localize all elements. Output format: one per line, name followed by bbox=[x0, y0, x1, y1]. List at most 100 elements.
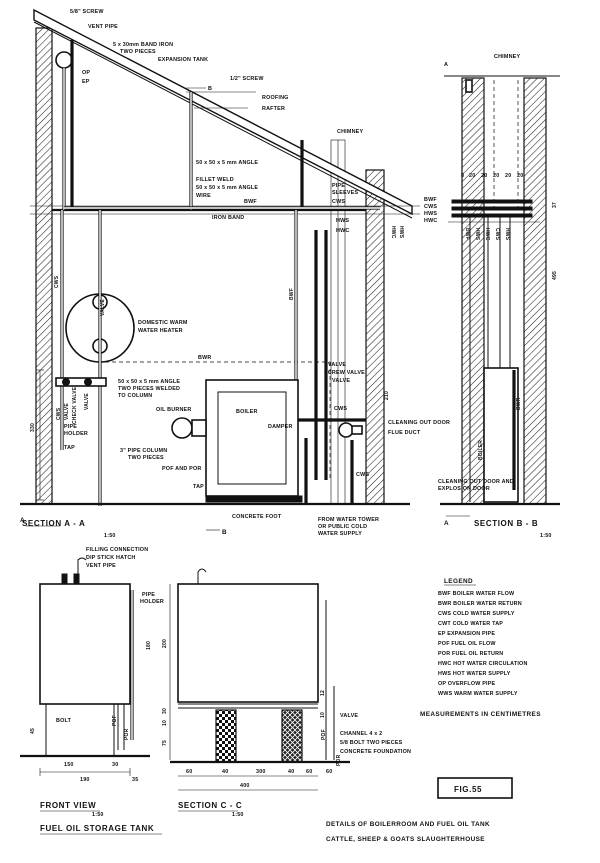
fig-label: FIG.55 bbox=[454, 785, 482, 794]
expansion-tank bbox=[55, 51, 73, 69]
bb-pipe-0: BWF bbox=[424, 197, 437, 203]
aa-valve-v: VALVE bbox=[64, 403, 70, 420]
aa-boiler: BOILER bbox=[236, 409, 258, 415]
aa-cws-top: CWS bbox=[332, 199, 345, 205]
bb-title: SECTION B - B bbox=[474, 519, 538, 528]
legend-title: LEGEND bbox=[444, 578, 473, 585]
bb-dim-3: 20 bbox=[493, 173, 499, 179]
aa-angle-col-3: TO COLUMN bbox=[118, 393, 152, 399]
aa-heater-1: DOMESTIC WARM bbox=[138, 320, 188, 326]
legend-item-8: HWS HOT WATER SUPPLY bbox=[438, 671, 511, 677]
caption-line-1: DETAILS OF BOILERROOM AND FUEL OIL TANK bbox=[326, 821, 490, 828]
cc-concrete: CONCRETE FOUNDATION bbox=[340, 749, 411, 755]
fig-box bbox=[437, 777, 513, 799]
aa-rafter: RAFTER bbox=[262, 106, 285, 112]
boiler bbox=[205, 379, 299, 497]
aa-pipe-holder-1: PIPE bbox=[64, 424, 77, 430]
cc-bolt: 5/8 BOLT TWO PIECES bbox=[340, 740, 403, 746]
aa-bwf-mid: BWF bbox=[289, 288, 295, 300]
aa-water-tower-2: OR PUBLIC COLD bbox=[318, 524, 367, 530]
aa-band-iron-1: 5 x 30mm BAND IRON bbox=[113, 42, 173, 48]
bb-vert-1: HWS bbox=[474, 228, 480, 241]
aa-screw-valve: SCREW VALVE bbox=[324, 370, 365, 376]
bb-pipe-3: HWC bbox=[424, 218, 437, 224]
aa-screw-top: 5/8" SCREW bbox=[70, 9, 104, 15]
fv-dipstick: DIP STICK HATCH bbox=[86, 555, 136, 561]
aa-screw-half: 1/2" SCREW bbox=[230, 76, 264, 82]
aa-hwc: HWC bbox=[336, 228, 349, 234]
front-tank bbox=[39, 583, 131, 705]
bb-vert-4: HWS bbox=[504, 228, 510, 241]
aa-pipe-sleeves-1: PIPE bbox=[332, 183, 345, 189]
aa-chimney: CHIMNEY bbox=[337, 129, 363, 135]
cc-ldim-2: 10 bbox=[162, 720, 168, 726]
bb-dim-0: 8 bbox=[461, 173, 464, 179]
legend-item-0: BWF BOILER WATER FLOW bbox=[438, 591, 515, 597]
bb-dim-5: 20 bbox=[517, 173, 523, 179]
aa-band-iron-2: TWO PIECES bbox=[120, 49, 156, 55]
aa-bwf-top: BWF bbox=[244, 199, 257, 205]
bb-boiler bbox=[483, 367, 519, 503]
aa-tap2: TAP bbox=[193, 484, 204, 490]
aa-op: OP bbox=[82, 70, 90, 76]
bb-right-wall bbox=[523, 77, 547, 505]
aa-valve-r2: VALVE bbox=[332, 378, 350, 384]
aa-cws-boiler: CWS bbox=[334, 406, 347, 412]
cc-rdim-0: 12 bbox=[320, 690, 326, 696]
aa-fillet-weld: FILLET WELD bbox=[196, 177, 234, 183]
bb-vert-0: BWF bbox=[464, 228, 470, 240]
bb-cleaning-1: CLEANING OUT DOOR AND bbox=[438, 479, 514, 485]
aa-angle-50b: 50 x 50 x 5 mm ANGLE bbox=[196, 185, 258, 191]
aa-cut-a: A bbox=[20, 517, 25, 524]
fv-dim-1: 30 bbox=[112, 762, 118, 768]
aa-hws: HWS bbox=[336, 218, 349, 224]
fv-filling: FILLING CONNECTION bbox=[86, 547, 148, 553]
fv-side-0: 45 bbox=[30, 728, 36, 734]
bb-dim-right-1: 37 bbox=[552, 202, 558, 208]
bb-chimney: CHIMNEY bbox=[494, 54, 520, 60]
aa-heater-2: WATER HEATER bbox=[138, 328, 183, 334]
legend-item-9: OP OVERFLOW PIPE bbox=[438, 681, 496, 687]
fv-dim-3: 35 bbox=[132, 777, 138, 783]
aa-valve-r: VALVE bbox=[328, 362, 346, 368]
section-aa: 5/8" SCREW VENT PIPE 5 x 30mm BAND IRON … bbox=[20, 8, 450, 539]
aa-scale: 1:50 bbox=[104, 533, 116, 539]
cc-por: POR bbox=[336, 754, 342, 766]
aa-dim-side: 210 bbox=[384, 391, 390, 400]
legend-item-2: CWS COLD WATER SUPPLY bbox=[438, 611, 515, 617]
cc-bdim-3: 300 bbox=[256, 769, 266, 775]
cc-foundation-right bbox=[281, 709, 303, 763]
cc-scale: 1:50 bbox=[232, 812, 244, 818]
tank-title: FUEL OIL STORAGE TANK bbox=[40, 824, 154, 833]
aa-pipe-holder-2: HOLDER bbox=[64, 431, 88, 437]
aa-cut-b-bottom: B bbox=[222, 529, 227, 536]
legend-item-7: HWC HOT WATER CIRCULATION bbox=[438, 661, 528, 667]
aa-valve-heater: VALVE bbox=[100, 299, 106, 316]
cc-foundation-left bbox=[215, 709, 237, 763]
fv-dim-0: 150 bbox=[64, 762, 74, 768]
aa-wire: WIRE bbox=[196, 193, 211, 199]
cc-bdim-4: 40 bbox=[288, 769, 294, 775]
cc-ldim-3: 75 bbox=[162, 740, 168, 746]
aa-dim-height: 330 bbox=[30, 423, 36, 432]
fv-por: POR bbox=[124, 728, 130, 740]
cc-bdim-1: 60 bbox=[306, 769, 312, 775]
section-cc: VALVE CHANNEL 4 x 2 5/8 BOLT TWO PIECES … bbox=[162, 568, 411, 818]
cc-title: SECTION C - C bbox=[178, 801, 242, 810]
flue-duct bbox=[338, 422, 354, 438]
aa-angle-col-1: 50 x 50 x 5 mm ANGLE bbox=[118, 379, 180, 385]
aa-title: SECTION A - A bbox=[22, 519, 85, 528]
cc-ldim-0: 200 bbox=[162, 639, 168, 648]
aa-iron-band: IRON BAND bbox=[212, 215, 244, 221]
legend-item-6: POR FUEL OIL RETURN bbox=[438, 651, 503, 657]
legend-item-1: BWR BOILER WATER RETURN bbox=[438, 601, 522, 607]
section-bb: CHIMNEY A 8 20 20 20 20 20 BWF CWS HWS H… bbox=[424, 54, 560, 539]
aa-cws-low: CWS bbox=[356, 472, 369, 478]
cc-valve: VALVE bbox=[340, 713, 358, 719]
cc-bdim-5: 60 bbox=[326, 769, 332, 775]
aa-roofing: ROOFING bbox=[262, 95, 289, 101]
cc-tank bbox=[177, 583, 319, 703]
fv-title: FRONT VIEW bbox=[40, 801, 96, 810]
aa-hws-wall: HWS bbox=[398, 226, 404, 239]
left-wall bbox=[35, 27, 53, 505]
